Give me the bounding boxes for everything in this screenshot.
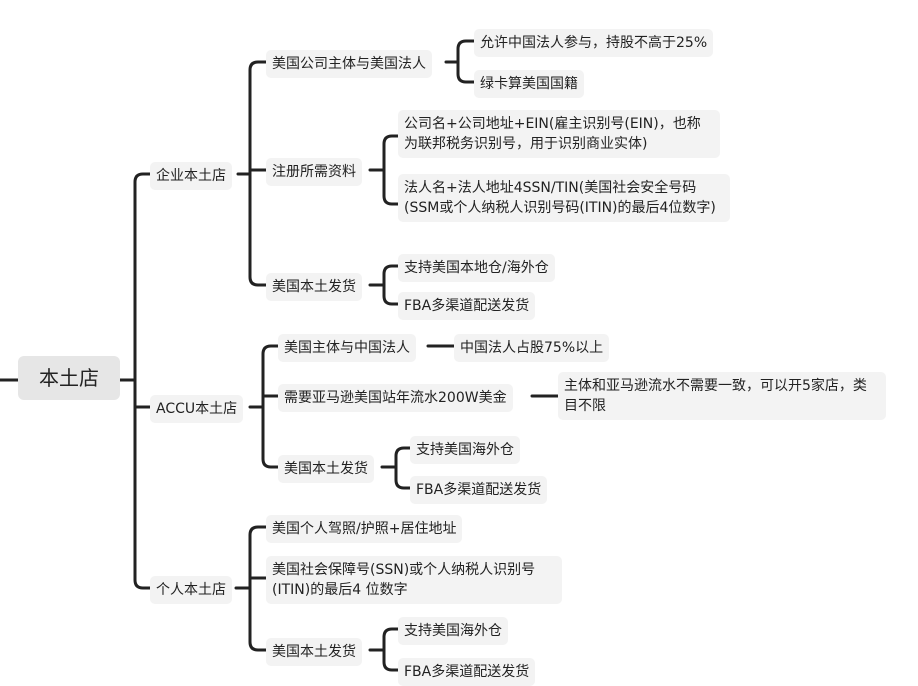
node-enterprise-docs[interactable]: 注册所需资料 [266,158,362,186]
node-personal-ssn[interactable]: 美国社会保障号(SSN)或个人纳税人识别号(ITIN)的最后4 位数字 [266,556,562,604]
bracket-accu-ship [380,446,412,490]
node-accu-store[interactable]: ACCU本土店 [150,395,244,423]
bracket-accu [248,344,280,469]
node-enterprise-ship-item-1[interactable]: 支持美国本地仓/海外仓 [398,254,555,282]
node-enterprise-entity-item-1[interactable]: 允许中国法人参与，持股不高于25% [474,29,714,57]
node-personal-ship-item-1[interactable]: 支持美国海外仓 [398,617,508,645]
bracket-personal [234,525,268,652]
node-enterprise-ship-item-2[interactable]: FBA多渠道配送发货 [398,292,536,320]
node-personal-license[interactable]: 美国个人驾照/护照+居住地址 [266,515,463,543]
node-accu-sales[interactable]: 需要亚马逊美国站年流水200W美金 [278,384,513,412]
node-accu-ship[interactable]: 美国本土发货 [278,455,374,483]
bracket-enterprise-entity [444,39,476,84]
node-accu-sales-item[interactable]: 主体和亚马逊流水不需要一致，可以开5家店，类目不限 [558,372,886,420]
node-accu-ship-item-2[interactable]: FBA多渠道配送发货 [410,476,548,504]
bracket-enterprise [236,60,268,287]
root-node[interactable]: 本土店 [18,356,120,400]
bracket-level1 [133,172,152,590]
bracket-personal-ship [368,627,400,672]
node-accu-ship-item-1[interactable]: 支持美国海外仓 [410,436,520,464]
node-enterprise-store[interactable]: 企业本土店 [150,162,232,190]
bracket-enterprise-docs [368,134,400,206]
node-enterprise-entity-item-2[interactable]: 绿卡算美国国籍 [474,70,584,98]
node-enterprise-entity[interactable]: 美国公司主体与美国法人 [266,50,432,78]
node-enterprise-docs-item-1[interactable]: 公司名+公司地址+EIN(雇主识别号(EIN)，也称为联邦税务识别号，用于识别商… [398,110,720,158]
node-personal-ship-item-2[interactable]: FBA多渠道配送发货 [398,658,536,686]
node-personal-store[interactable]: 个人本土店 [150,576,232,604]
node-enterprise-ship[interactable]: 美国本土发货 [266,273,362,301]
node-personal-ship[interactable]: 美国本土发货 [266,638,362,666]
bracket-enterprise-ship [368,264,400,306]
node-accu-entity[interactable]: 美国主体与中国法人 [278,334,416,362]
node-accu-entity-item[interactable]: 中国法人占股75%以上 [454,334,610,362]
node-enterprise-docs-item-2[interactable]: 法人名+法人地址4SSN/TIN(美国社会安全号码(SSM或个人纳税人识别号码(… [398,174,730,222]
